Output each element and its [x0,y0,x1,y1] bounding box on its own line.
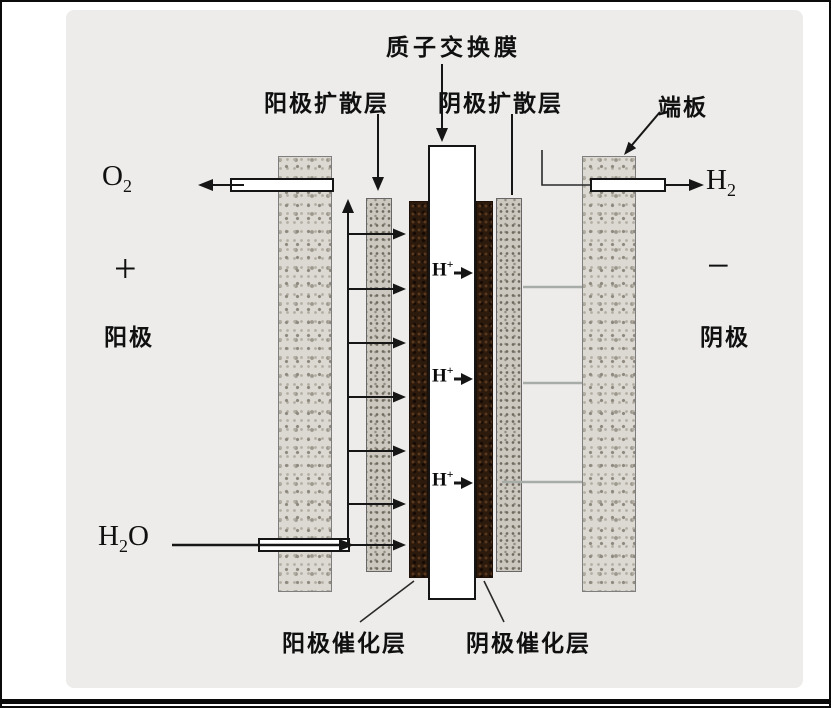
bottom-rule [2,699,829,704]
anode-catalyst-label: 阳极催化层 [282,630,407,656]
cathode-diffusion-layer [496,198,522,572]
proton-label-2: H+ [432,364,454,387]
anode-catalyst-layer [409,201,428,578]
oxygen-outlet-pipe [230,178,334,192]
water-o-symbol: O [127,520,149,552]
proton-label-3: H+ [432,468,454,491]
oxygen-symbol: O [102,160,123,192]
anode-diffusion-layer [366,198,392,572]
proton-exchange-membrane [428,145,476,600]
hydrogen-symbol: H [706,164,727,196]
hydrogen-subscript: 2 [726,179,736,200]
end-plate-label: 端板 [658,94,708,120]
water-inlet-pipe [258,538,350,552]
hydrogen-label: H2 [706,164,736,201]
anode-label: 阳极 [104,324,154,350]
water-h-symbol: H [98,520,119,552]
membrane-label: 质子交换膜 [386,34,521,60]
anode-plus-sign: + [114,246,137,291]
oxygen-subscript: 2 [122,175,132,196]
hydrogen-outlet-pipe [590,178,666,192]
cathode-catalyst-label: 阴极催化层 [466,630,591,656]
water-subscript: 2 [118,535,128,556]
anode-diffusion-label: 阳极扩散层 [264,90,389,116]
cathode-diffusion-label: 阴极扩散层 [438,90,563,116]
oxygen-label: O2 [102,160,132,197]
cathode-catalyst-layer [476,201,493,578]
anode-end-plate [278,156,332,592]
cathode-end-plate [582,156,636,592]
cathode-minus-sign: − [707,243,730,288]
cathode-label: 阴极 [700,324,750,350]
proton-label-1: H+ [432,258,454,281]
water-label: H2O [98,520,149,557]
